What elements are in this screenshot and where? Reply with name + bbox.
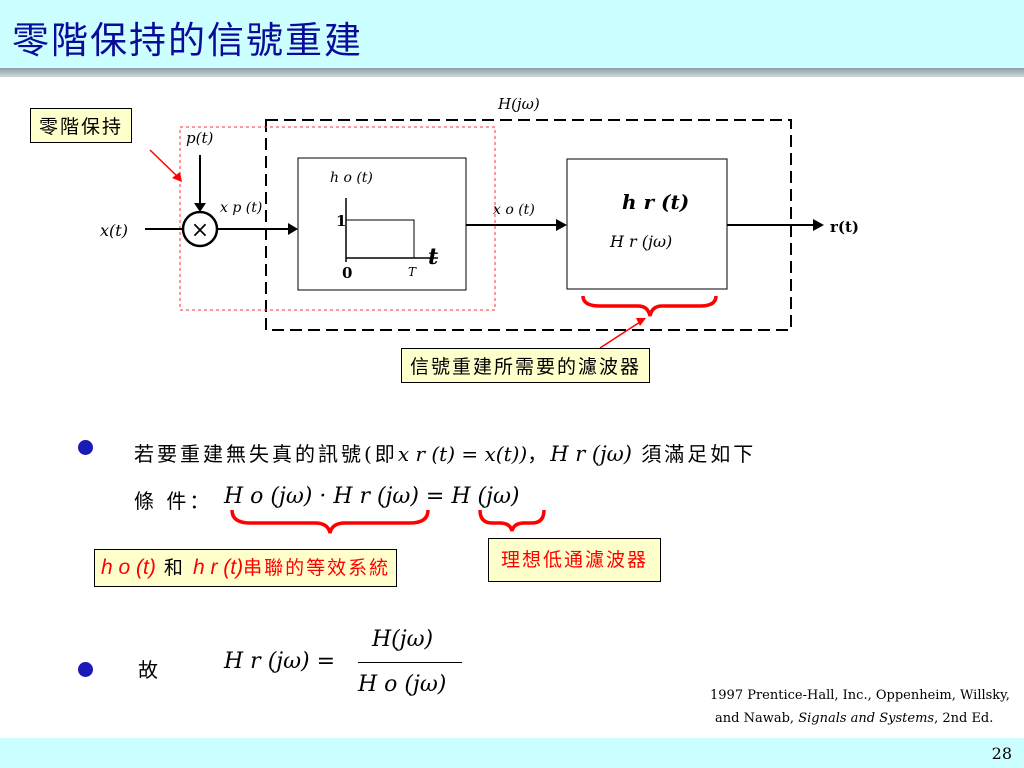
filter-pointer-line	[599, 321, 641, 349]
zoh-pointer-line	[149, 149, 179, 178]
cascade-hr: h r (t)	[192, 556, 244, 579]
step-level-zero: 0	[342, 264, 352, 282]
step-time-axis: t	[428, 244, 438, 270]
cascade-ho: h o (t)	[101, 556, 156, 579]
title-divider	[0, 68, 1024, 77]
cascade-brace	[230, 509, 430, 534]
sampled-signal-label: x p (t)	[220, 200, 262, 216]
condition-word: 條 件：	[134, 489, 213, 513]
condition-prefix: 若要重建無失真的訊號(即	[134, 442, 398, 466]
condition-statement: 若要重建無失真的訊號(即x r (t) = x(t))，H r (jω) 須滿足…	[134, 438, 756, 467]
hold-response-label: h o (t)	[330, 170, 373, 186]
credit-book-title: Signals and Systems	[798, 711, 935, 726]
fraction-bar	[358, 662, 462, 663]
multiplier-symbol: ×	[191, 218, 209, 243]
step-time-T: T	[408, 265, 417, 279]
step-level-one: 1	[336, 212, 346, 230]
zoh-label: 零階保持	[30, 108, 133, 143]
ideal-lpf-label: 理想低通濾波器	[488, 538, 662, 582]
hold-filter-block	[297, 157, 467, 291]
equation-braces	[230, 509, 546, 534]
impulse-train-arrowhead	[194, 203, 206, 212]
condition-suffix: 須滿足如下	[641, 442, 757, 466]
ideal-brace	[478, 509, 546, 532]
slide-title: 零階保持的信號重建	[12, 19, 363, 62]
filter-pointer-arrowhead	[636, 318, 646, 326]
sampled-signal-arrowhead	[288, 223, 298, 235]
bullet-icon	[78, 440, 93, 455]
condition-comma: ，	[527, 442, 551, 466]
cascade-rest: 串聯的等效系統	[243, 557, 391, 579]
impulse-train-label: p(t)	[186, 129, 213, 147]
cascade-and: 和	[163, 557, 185, 579]
result-lhs: H r (jω) =	[224, 649, 336, 674]
cascade-label: h o (t) 和 h r (t)串聯的等效系統	[94, 549, 398, 587]
condition-hr: H r (jω)	[550, 442, 632, 466]
footer-bar	[0, 738, 1024, 768]
condition-equation: x r (t) = x(t))	[397, 442, 528, 466]
therefore-word: 故	[138, 658, 161, 682]
bullet-icon	[78, 662, 93, 677]
held-signal-label: x o (t)	[493, 202, 535, 218]
zero-order-hold-box	[179, 126, 496, 311]
input-signal-label: x(t)	[100, 221, 128, 240]
output-signal-arrowhead	[813, 219, 824, 231]
step-pulse	[346, 219, 415, 258]
page-number: 28	[991, 744, 1012, 763]
result-denominator: H o (jω)	[358, 672, 447, 697]
credit-line-one: 1997 Prentice-Hall, Inc., Oppenheim, Wil…	[710, 688, 1010, 703]
filter-brace	[581, 295, 718, 317]
condition-line-two: 條 件：	[134, 485, 212, 514]
credit-line-two: and Nawab, Signals and Systems, 2nd Ed.	[715, 711, 993, 726]
filter-label: 信號重建所需要的濾波器	[401, 348, 651, 383]
zoh-pointer-arrowhead	[172, 172, 182, 182]
reconstruction-impulse-label: h r (t)	[622, 190, 689, 214]
reconstruction-response-label: H r (jω)	[609, 232, 672, 251]
diagram-background	[100, 88, 858, 338]
output-signal-label: r(t)	[830, 218, 859, 236]
title-bar	[0, 0, 1024, 68]
result-numerator: H(jω)	[372, 627, 434, 652]
reconstruction-filter-block	[566, 158, 728, 290]
held-signal-arrowhead	[556, 219, 567, 231]
credit-edition: , 2nd Ed.	[934, 711, 994, 726]
credit-authors: and Nawab,	[715, 711, 795, 726]
overall-response-label: H(jω)	[497, 95, 540, 113]
cascade-equation: H o (jω) · H r (jω) = H (jω)	[224, 484, 520, 509]
block-diagram: × H(jω) p(t) x(t) x p (t) h o (t) 1 0 T …	[100, 88, 860, 349]
